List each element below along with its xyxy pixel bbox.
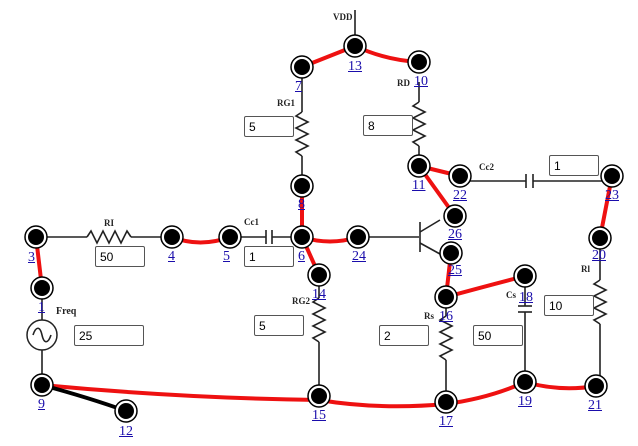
node-24-link[interactable]: 24 xyxy=(352,249,366,264)
wire-17-19[interactable] xyxy=(444,380,527,406)
node-17-link[interactable]: 17 xyxy=(439,414,453,429)
rg1-label: RG1 xyxy=(277,98,295,108)
node-12-link[interactable]: 12 xyxy=(119,424,133,439)
wire-9-15[interactable] xyxy=(40,383,321,402)
cc1-label: Cc1 xyxy=(244,217,259,227)
ri-value-input[interactable] xyxy=(95,246,145,267)
ac-source-wave xyxy=(32,327,52,343)
node-10-terminal-dot xyxy=(411,54,427,70)
rd-label: RD xyxy=(397,78,410,88)
node-21-terminal-dot xyxy=(588,378,604,394)
node-9-link[interactable]: 9 xyxy=(38,397,45,412)
rs-value-input[interactable] xyxy=(379,325,429,346)
rd-resistor-icon xyxy=(411,101,427,147)
rg2-label: RG2 xyxy=(292,296,310,306)
node-1-terminal-dot xyxy=(34,280,50,296)
cc2-label: Cc2 xyxy=(479,162,494,172)
node-13-link[interactable]: 13 xyxy=(348,59,362,74)
node-21-link[interactable]: 21 xyxy=(588,398,602,413)
node-6-terminal-dot xyxy=(294,229,310,245)
node-5-terminal-dot xyxy=(222,229,238,245)
rg1-resistor-icon xyxy=(294,111,310,157)
node-3-link[interactable]: 3 xyxy=(28,250,35,265)
node-25-terminal-dot xyxy=(443,245,459,261)
bjt-collector xyxy=(419,219,441,233)
node-1-link[interactable]: 1 xyxy=(38,300,45,315)
vdd-label: VDD xyxy=(333,12,353,22)
node-6-link[interactable]: 6 xyxy=(298,249,305,264)
node-26-link[interactable]: 26 xyxy=(448,227,462,242)
rd-value-input[interactable] xyxy=(363,115,413,136)
cc1-value-input[interactable] xyxy=(244,246,294,267)
ri-resistor-icon xyxy=(86,229,132,245)
node-22-terminal-dot xyxy=(452,168,468,184)
node-16-terminal-dot xyxy=(438,289,454,305)
node-5-link[interactable]: 5 xyxy=(223,249,230,264)
node-20-terminal-dot xyxy=(592,230,608,246)
node-17-terminal-dot xyxy=(438,394,454,410)
node-4-link[interactable]: 4 xyxy=(168,249,175,264)
node-11-link[interactable]: 11 xyxy=(412,178,426,193)
node-16-link[interactable]: 16 xyxy=(439,309,453,324)
node-3-terminal-dot xyxy=(28,229,44,245)
node-22-link[interactable]: 22 xyxy=(453,188,467,203)
node-15-link[interactable]: 15 xyxy=(312,408,326,423)
node-11-terminal-dot xyxy=(411,158,427,174)
node-14-terminal-dot xyxy=(311,267,327,283)
node-23-terminal-dot xyxy=(604,168,620,184)
rs-label: Rs xyxy=(424,311,435,321)
node-19-link[interactable]: 19 xyxy=(518,394,532,409)
node-7-terminal-dot xyxy=(294,59,310,75)
cs-value-input[interactable] xyxy=(473,325,523,346)
node-23-link[interactable]: 23 xyxy=(605,188,619,203)
node-18-link[interactable]: 18 xyxy=(519,290,533,305)
node-15-terminal-dot xyxy=(311,388,327,404)
node-20-link[interactable]: 20 xyxy=(592,248,606,263)
node-4-terminal-dot xyxy=(164,229,180,245)
node-13-terminal-dot xyxy=(347,38,363,54)
cc2-value-input[interactable] xyxy=(549,155,599,176)
node-25-link[interactable]: 25 xyxy=(448,263,462,278)
node-24-terminal-dot xyxy=(350,229,366,245)
rg2-resistor-icon xyxy=(311,297,327,343)
node-26-terminal-dot xyxy=(447,208,463,224)
node-10-link[interactable]: 10 xyxy=(414,74,428,89)
node-12-terminal-dot xyxy=(118,403,134,419)
rs-resistor-icon xyxy=(438,315,454,361)
ri-label: RI xyxy=(104,218,115,228)
node-14-link[interactable]: 14 xyxy=(312,287,326,302)
wire-15-17[interactable] xyxy=(317,398,448,409)
node-7-link[interactable]: 7 xyxy=(295,79,302,94)
rg1-value-input[interactable] xyxy=(244,116,294,137)
rl-resistor-icon xyxy=(592,279,608,325)
freq-value-input[interactable] xyxy=(74,325,144,346)
node-group xyxy=(24,34,624,423)
cs-label: Cs xyxy=(506,290,517,300)
freq-label: Freq xyxy=(56,306,77,317)
node-8-link[interactable]: 8 xyxy=(298,197,305,212)
rl-value-input[interactable] xyxy=(544,295,594,316)
node-9-terminal-dot xyxy=(34,377,50,393)
rg2-value-input[interactable] xyxy=(254,315,304,336)
node-8-terminal-dot xyxy=(294,178,310,194)
node-19-terminal-dot xyxy=(517,374,533,390)
bjt-emitter xyxy=(419,242,441,255)
rl-label: Rl xyxy=(581,264,590,274)
node-18-terminal-dot xyxy=(517,268,533,284)
